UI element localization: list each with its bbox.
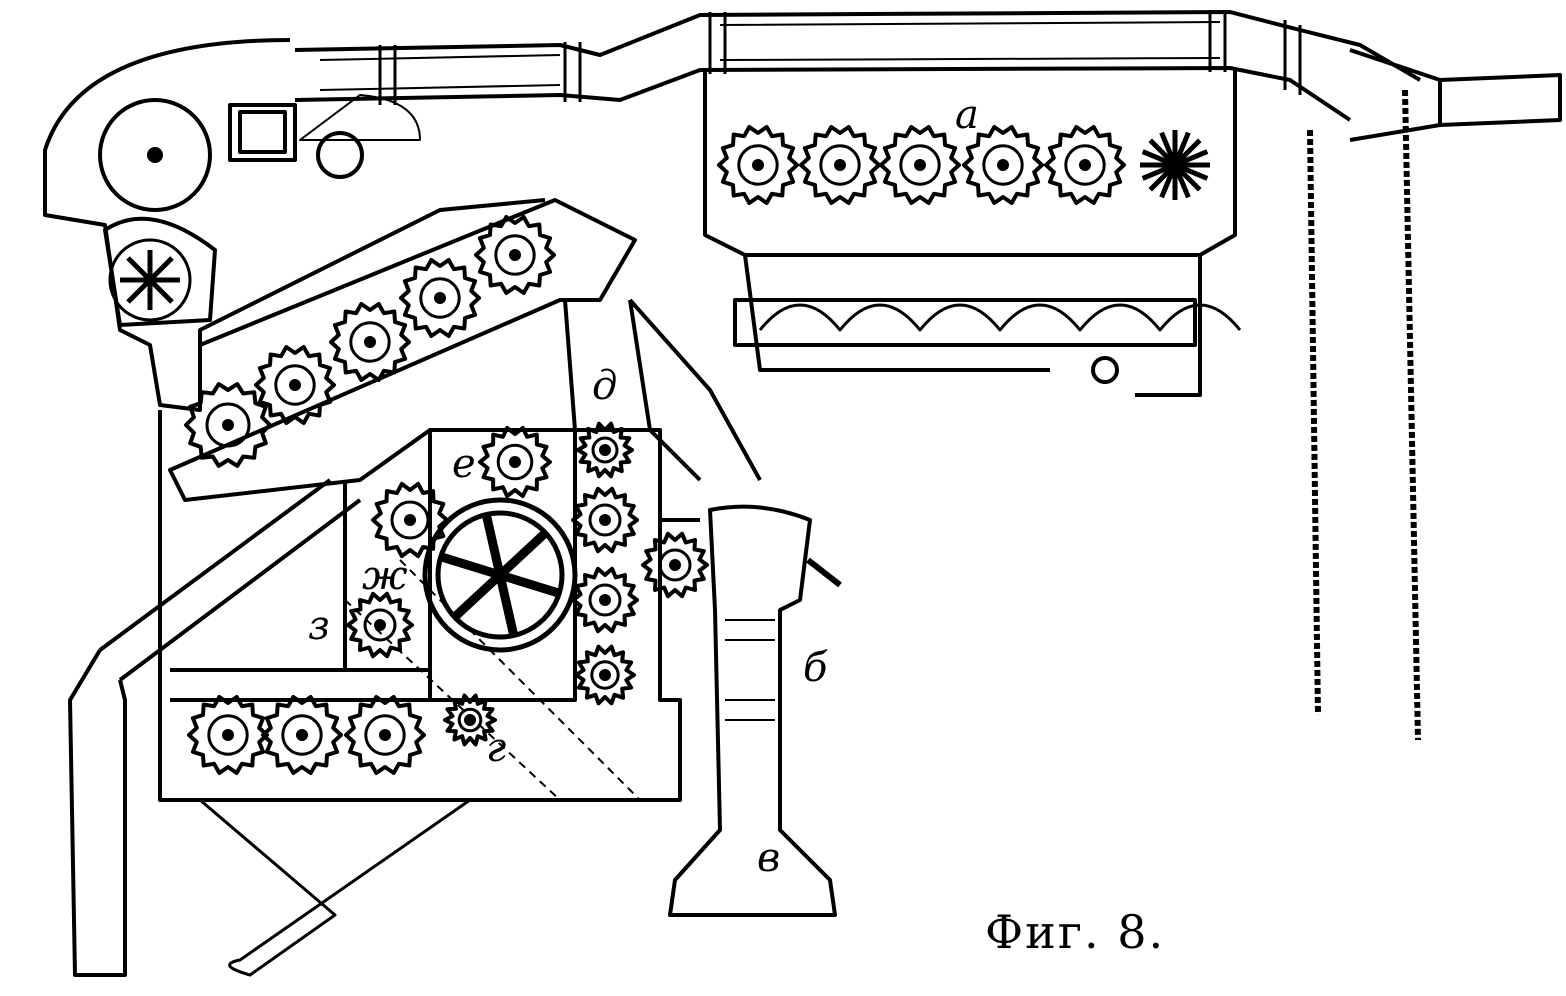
blower-housing (43, 38, 546, 412)
roller-gear (962, 125, 1044, 205)
roller-gear (879, 125, 961, 205)
top-air-duct (294, 10, 1562, 142)
elevator-b (668, 504, 842, 917)
roller-gear (184, 382, 272, 468)
label-b: б (803, 645, 828, 691)
roller-gear (717, 125, 799, 205)
roller-gear (346, 591, 414, 659)
roller-gear (399, 258, 481, 338)
gear-group (184, 125, 1210, 775)
star-fan (1140, 130, 1210, 200)
roller-gear (261, 695, 343, 775)
label-v: в (757, 835, 781, 881)
roller-gear (254, 345, 336, 425)
roller-gear (329, 302, 411, 382)
label-e: е (452, 441, 476, 487)
roller-gear (474, 215, 556, 295)
main-drum-wheel (422, 497, 578, 653)
roller-gear (571, 486, 639, 554)
roller-gear (443, 693, 497, 747)
roller-gear (1044, 125, 1126, 205)
roller-gear (641, 531, 709, 599)
figure-caption: Фиг. 8. (985, 905, 1166, 959)
roller-gear (574, 644, 636, 706)
label-d: д (592, 363, 618, 409)
label-g: г (486, 725, 507, 771)
roller-gear (344, 695, 426, 775)
label-a: а (955, 92, 979, 138)
roller-gear (187, 695, 269, 775)
roller-gear (571, 566, 639, 634)
roller-gear (478, 425, 552, 499)
roller-gear (576, 421, 634, 479)
roller-gear (371, 481, 449, 559)
label-zh: ж (362, 553, 408, 599)
middle-body (68, 198, 762, 977)
chamber-a (703, 70, 1421, 741)
roller-gear (799, 125, 881, 205)
label-z: з (308, 603, 330, 649)
